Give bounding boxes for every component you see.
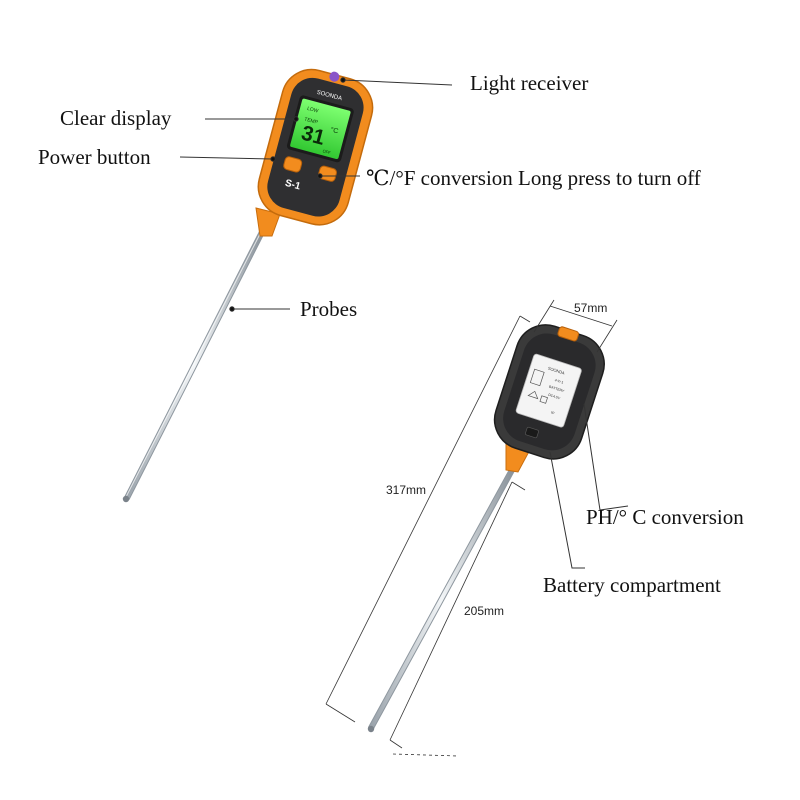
back-device: SOONDA 4-in-1 BATTERY DC4.5V IP [367,324,605,733]
light-receiver [329,71,340,82]
battery-compartment[interactable] [525,426,539,439]
lcd-sub: LOW [306,106,319,115]
lcd-tag: TEMP [303,116,319,126]
lcd-unit: °C [330,126,340,136]
sticker-line-battery: BATTERY [548,385,565,394]
front-probe [122,229,265,503]
front-device: SOONDA LOW TEMP 31 °C OFF S-1 [122,68,374,503]
sticker-line-voltage: DC4.5V [548,393,562,401]
callout-probes: Probes [300,297,358,321]
sticker-line-brand: SOONDA [547,365,565,375]
sticker-line-ip: IP [551,411,556,416]
callout-battery-compartment: Battery compartment [543,573,721,597]
callout-power-button: Power button [38,145,151,169]
dimension-lines [325,299,618,757]
front-model: S-1 [284,178,302,193]
sticker-line-model: 4-in-1 [554,378,564,385]
callout-ph-conversion: PH/° C conversion [586,505,744,529]
dimension-width-label: 57mm [574,301,608,315]
callout-light-receiver: Light receiver [470,71,589,95]
sticker-device-icon [529,368,545,387]
lcd-status: OFF [322,148,332,155]
back-sticker [515,353,582,428]
front-leaders [179,77,453,312]
callout-clear-display: Clear display [60,106,172,130]
sticker-bin-icon [539,395,548,404]
lcd-screen [290,98,351,160]
back-probe [367,467,515,733]
ph-conversion-switch[interactable] [557,326,580,342]
sticker-warning-icon [527,390,539,400]
power-button[interactable] [283,156,303,173]
dimension-probe-length-label: 205mm [464,604,505,618]
dimension-total-length-label: 317mm [386,483,427,497]
callout-conversion: ℃/°F conversion Long press to turn off [366,166,701,190]
back-leaders [549,403,629,569]
